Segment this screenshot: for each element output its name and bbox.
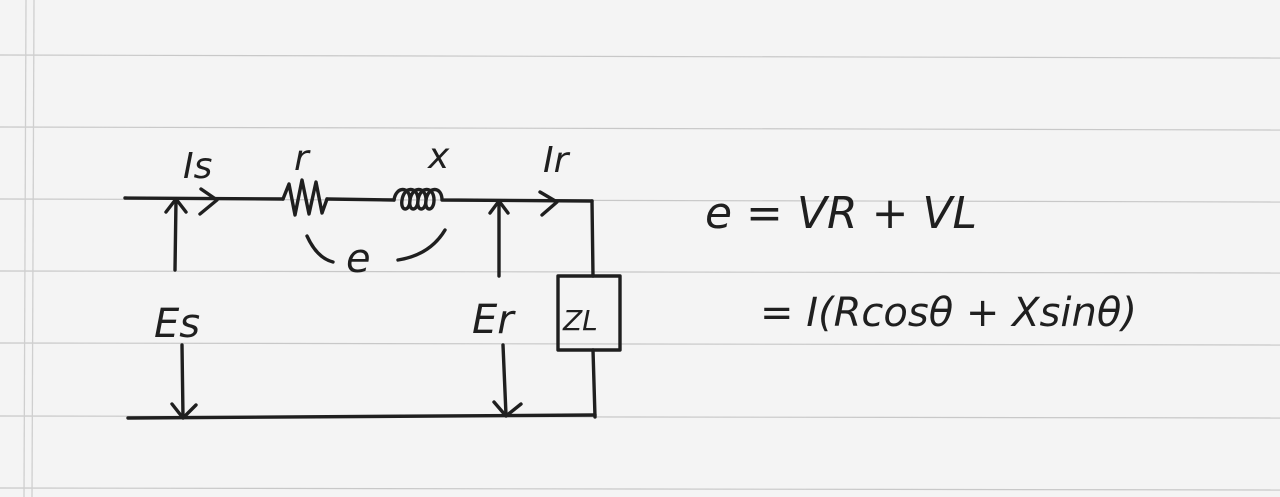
load-branch [556, 199, 622, 419]
sending-voltage-label: Es [154, 301, 200, 347]
voltage-drop-right-bracket [396, 228, 447, 262]
margin-lines [23, 0, 35, 497]
inductor-symbol [392, 187, 594, 211]
sending-voltage-indicator [164, 197, 198, 420]
bottom-conductor [126, 413, 597, 420]
receiving-current-arrow [538, 190, 559, 217]
receiving-current-label: Ir [543, 140, 571, 181]
resistance-label: r [294, 138, 311, 179]
ruled-lines [0, 54, 1280, 491]
receiving-voltage-label: Er [472, 297, 516, 343]
load-impedance-label: ZL [562, 304, 598, 337]
voltage-drop-label: e [346, 236, 371, 282]
receiving-voltage-indicator [488, 199, 523, 418]
top-conductor [123, 178, 594, 217]
sending-current-label: Is [183, 146, 212, 187]
equation-line-1: e = VR + VL [705, 188, 977, 239]
reactance-label: x [427, 136, 450, 177]
equation-line-2: = I(Rcosθ + Xsinθ) [760, 290, 1137, 336]
voltage-drop-left-bracket [305, 234, 335, 264]
load-impedance-box [556, 274, 622, 352]
resistor-symbol [281, 178, 329, 217]
sending-current-arrow [198, 187, 219, 216]
